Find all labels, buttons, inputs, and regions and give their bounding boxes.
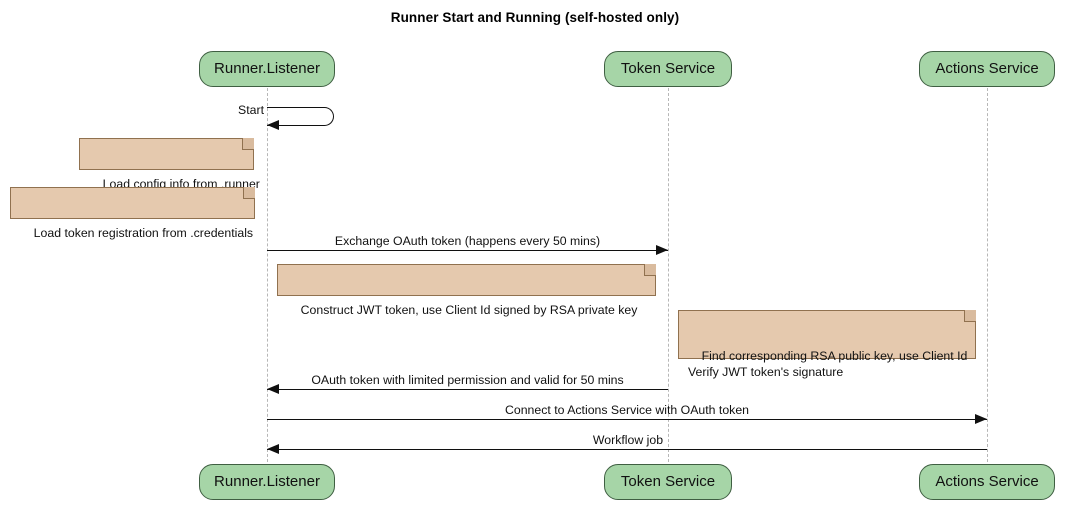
message-line-workflow-job	[267, 449, 987, 450]
message-label-workflow-job: Workflow job	[592, 433, 664, 447]
note-construct-jwt-token: Construct JWT token, use Client Id signe…	[277, 264, 656, 317]
message-label-oauth-token-response: OAuth token with limited permission and …	[311, 373, 624, 387]
participant-token-bottom[interactable]: Token Service	[604, 464, 732, 500]
participant-label: Runner.Listener	[214, 60, 320, 77]
participant-label: Runner.Listener	[214, 473, 320, 490]
participant-label: Token Service	[620, 473, 716, 490]
note-verify-jwt-signature: Find corresponding RSA public key, use C…	[678, 310, 976, 379]
message-line-exchange-oauth-token	[267, 250, 668, 251]
participant-token-top[interactable]: Token Service	[604, 51, 732, 87]
message-label-start: Start	[238, 103, 264, 117]
note-load-config: Load config info from .runner	[79, 138, 260, 191]
note-text: Load token registration from .credential…	[33, 226, 254, 240]
note-dogear-icon	[964, 310, 976, 322]
arrowhead-start	[267, 120, 279, 130]
message-label-connect-actions-service: Connect to Actions Service with OAuth to…	[504, 403, 750, 417]
note-dogear-icon	[242, 138, 254, 150]
participant-actions-top[interactable]: Actions Service	[919, 51, 1055, 87]
lifeline-token	[668, 88, 669, 462]
participant-runner-top[interactable]: Runner.Listener	[199, 51, 335, 87]
participant-runner-bottom[interactable]: Runner.Listener	[199, 464, 335, 500]
arrowhead-connect-actions-service	[975, 414, 987, 424]
arrowhead-oauth-token-response	[267, 384, 279, 394]
note-load-token-registration: Load token registration from .credential…	[10, 187, 255, 240]
arrowhead-workflow-job	[267, 444, 279, 454]
note-text: Construct JWT token, use Client Id signe…	[300, 303, 638, 317]
participant-label: Actions Service	[935, 473, 1039, 490]
note-dogear-icon	[243, 187, 255, 199]
participant-actions-bottom[interactable]: Actions Service	[919, 464, 1055, 500]
arrowhead-exchange-oauth-token	[656, 245, 668, 255]
message-selfloop-start	[267, 107, 334, 126]
diagram-title: Runner Start and Running (self-hosted on…	[390, 10, 680, 25]
message-label-exchange-oauth-token: Exchange OAuth token (happens every 50 m…	[334, 234, 601, 248]
message-line-oauth-token-response	[267, 389, 668, 390]
participant-label: Token Service	[620, 60, 716, 77]
note-text: Find corresponding RSA public key, use C…	[688, 349, 968, 379]
note-dogear-icon	[644, 264, 656, 276]
lifeline-runner	[267, 88, 268, 462]
lifeline-actions	[987, 88, 988, 462]
participant-label: Actions Service	[935, 60, 1039, 77]
message-line-connect-actions-service	[267, 419, 987, 420]
